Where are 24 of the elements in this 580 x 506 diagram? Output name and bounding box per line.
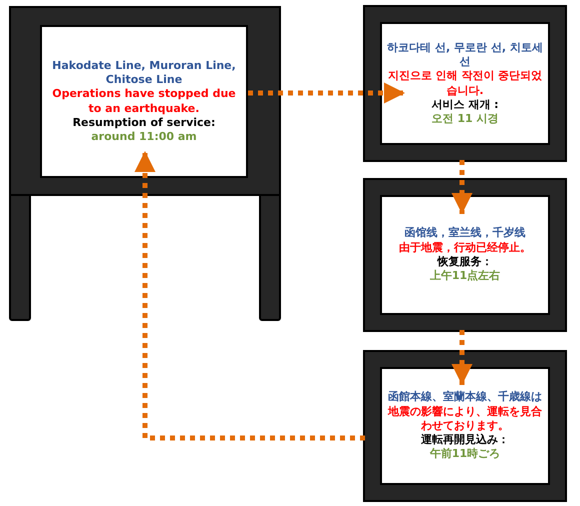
dotted-arrow (452, 160, 472, 214)
line-names-text: 하코다테 선, 무로란 선, 치토세 선 (386, 40, 544, 70)
resumption-label: 恢复服务： (438, 255, 492, 270)
time-text: 上午11点左右 (430, 269, 500, 284)
line-names-text: 函館本線、室蘭本線、千歳線は (388, 390, 542, 405)
sign-panel (40, 25, 248, 178)
sign-board (365, 352, 565, 500)
sign-board (365, 180, 565, 330)
resumption-label: Resumption of service: (72, 116, 216, 130)
dotted-arrow (134, 151, 365, 440)
resumption-label: 運転再開見込み： (421, 433, 509, 448)
line-names-text: Hakodate Line, Muroran Line, Chitose Line (51, 58, 237, 88)
time-text: 午前11時ごろ (430, 447, 500, 462)
status-text: 地震の影響により、運転を見合わせております。 (386, 404, 543, 434)
sign-board (365, 7, 565, 160)
line-names-text: 函馆线，室兰线，千岁线 (404, 226, 526, 241)
resumption-label: 서비스 재개 : (431, 98, 499, 112)
status-text: Operations have stopped due to an earthquake. (51, 87, 237, 116)
time-text: 오전 11 시경 (432, 112, 498, 126)
status-text: 由于地震，行动已经停止。 (399, 240, 531, 255)
dotted-arrow (452, 330, 472, 385)
status-text: 지진으로 인해 작전이 중단되었습니다. (386, 69, 544, 98)
time-text: around 11:00 am (91, 130, 197, 144)
dotted-arrow (248, 82, 405, 104)
